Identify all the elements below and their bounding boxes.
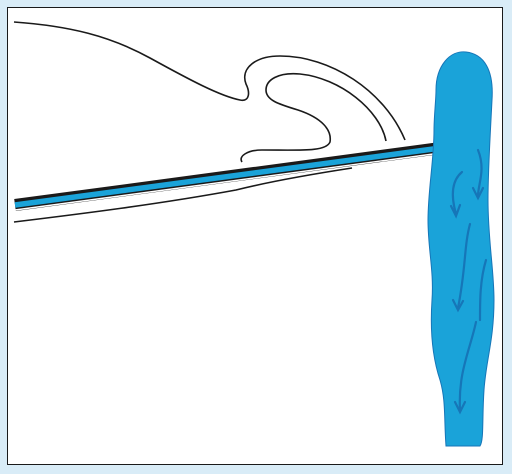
tissue-outline (14, 22, 405, 140)
catheter (15, 145, 463, 210)
